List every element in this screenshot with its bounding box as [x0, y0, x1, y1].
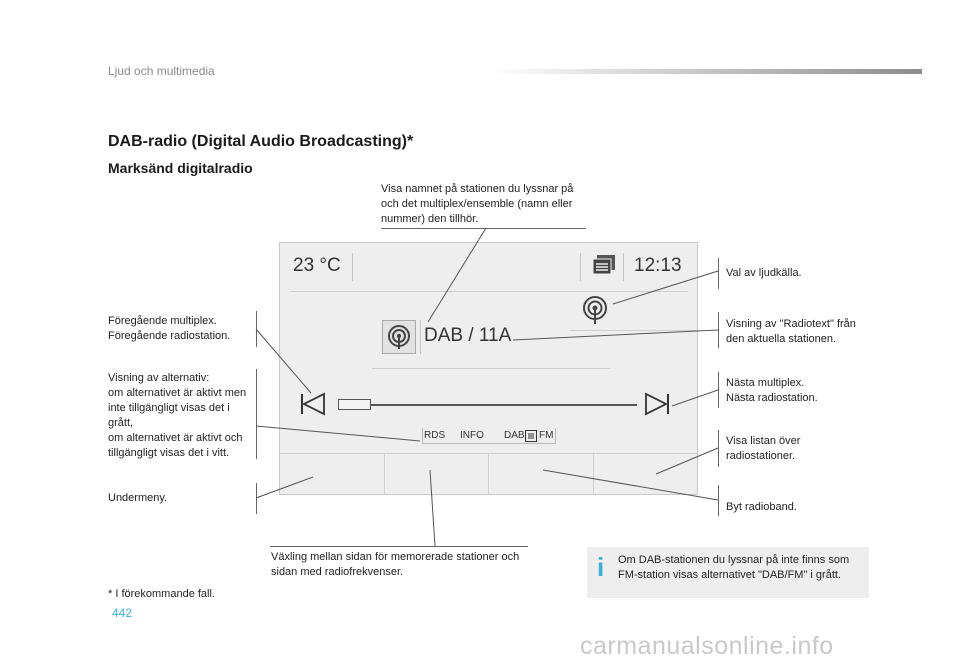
footnote: * I förekommande fall.	[108, 588, 215, 600]
callout-bar	[718, 258, 719, 289]
radiotext-icon[interactable]	[592, 255, 616, 280]
radio-screen: 23 °C 12:13 DAB / 11A	[279, 242, 700, 495]
header-bar	[490, 69, 922, 74]
callout-source: Val av ljudkälla.	[726, 267, 802, 279]
softkey-row	[280, 453, 697, 495]
callout-options: Visning av alternativ: om alternativet ä…	[108, 372, 247, 459]
callout-bar	[718, 430, 719, 467]
watermark: carmanualsonline.info	[580, 632, 834, 660]
dab-option[interactable]: DAB	[504, 430, 525, 441]
callout-radiotext: Visning av "Radiotext" från den aktuella…	[726, 318, 856, 345]
screen-separator	[623, 253, 624, 281]
section-label: Ljud och multimedia	[108, 64, 215, 78]
source-antenna-icon[interactable]	[578, 293, 612, 327]
screen-divider	[290, 291, 688, 292]
info-box: i Om DAB-stationen du lyssnar på inte fi…	[587, 547, 869, 598]
previous-station-icon[interactable]	[300, 392, 326, 421]
callout-bar	[718, 485, 719, 516]
callout-previous: Föregående multiplex. Föregående radiost…	[108, 315, 231, 342]
info-option[interactable]: INFO	[460, 430, 484, 441]
next-station-icon[interactable]	[644, 392, 670, 421]
rds-option[interactable]: RDS	[424, 430, 446, 441]
callout-submenu: Undermeny.	[108, 492, 168, 504]
callout-band: Byt radioband.	[726, 501, 797, 513]
memory-key[interactable]	[385, 454, 489, 495]
page-subtitle: Marksänd digitalradio	[108, 160, 253, 176]
callout-next: Nästa multiplex. Nästa radiostation.	[726, 377, 818, 404]
callout-bar	[718, 372, 719, 408]
frequency-slider-knob[interactable]	[338, 399, 371, 410]
screen-divider	[372, 368, 610, 369]
page-number: 442	[112, 606, 133, 620]
info-icon: i	[597, 552, 605, 582]
screen-divider	[570, 330, 700, 331]
screen-separator	[420, 320, 421, 354]
band-key[interactable]	[489, 454, 594, 495]
screen-separator	[580, 253, 581, 281]
info-text: Om DAB-stationen du lyssnar på inte finn…	[618, 554, 850, 581]
screen-separator	[352, 253, 353, 281]
station-name-display: DAB / 11A	[424, 325, 512, 346]
fm-option[interactable]: FM	[539, 430, 554, 441]
callout-station-name: Visa namnet på stationen du lyssnar på o…	[381, 183, 574, 225]
submenu-key[interactable]	[280, 454, 385, 495]
dab-fm-icon	[525, 429, 537, 447]
time-display: 12:13	[634, 255, 682, 276]
callout-toggle-page: Växling mellan sidan för memorerade stat…	[271, 551, 520, 578]
callout-bar	[718, 312, 719, 348]
frequency-slider-track[interactable]	[346, 404, 637, 406]
page-title: DAB-radio (Digital Audio Broadcasting)*	[108, 133, 414, 150]
station-antenna-icon[interactable]	[382, 320, 416, 354]
callout-bar	[256, 369, 257, 459]
callout-underline	[381, 228, 586, 229]
temperature-display: 23 °C	[293, 255, 341, 276]
callout-station-list: Visa listan över radiostationer.	[726, 435, 801, 462]
callout-bar	[256, 483, 257, 514]
callout-underline	[270, 546, 528, 547]
options-bar	[422, 428, 556, 444]
